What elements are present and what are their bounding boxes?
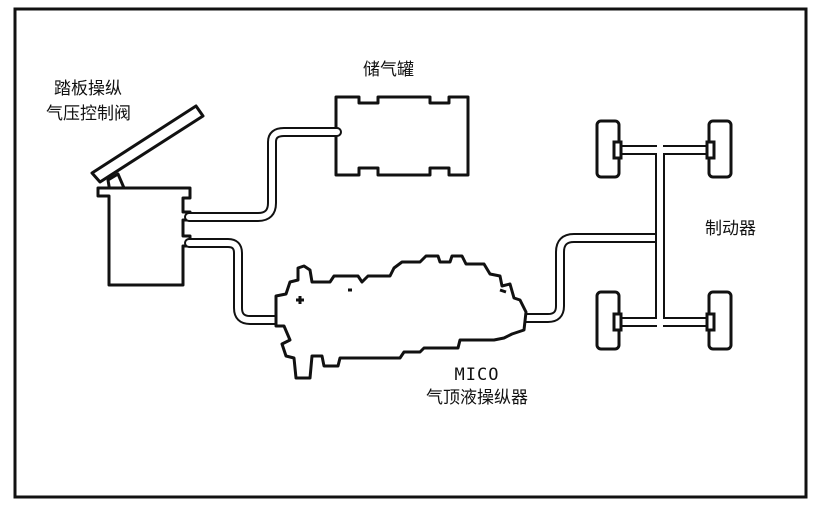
mico-actuator <box>274 254 528 380</box>
air-storage-tank <box>334 95 470 177</box>
pedal-stem <box>106 172 126 193</box>
pedal-lever <box>90 104 205 184</box>
label-mico-line1: MICO <box>454 365 500 385</box>
pipe-valve-to-mico <box>184 238 281 325</box>
pedal-control-valve <box>90 104 205 287</box>
air-pipes <box>184 127 715 330</box>
diagram-frame <box>13 7 808 499</box>
pipe-mico-to-brakes <box>521 233 665 323</box>
valve-body <box>96 186 192 287</box>
label-pedal-valve-line2: 气压控制阀 <box>46 104 131 124</box>
label-pedal-valve-line1: 踏板操纵 <box>54 79 122 99</box>
label-air-tank: 储气罐 <box>363 60 414 80</box>
label-brakes: 制动器 <box>705 219 756 239</box>
label-mico-line2: 气顶液操纵器 <box>426 388 528 408</box>
brake-wheels <box>595 119 733 351</box>
pipe-valve-to-tank <box>184 127 342 222</box>
